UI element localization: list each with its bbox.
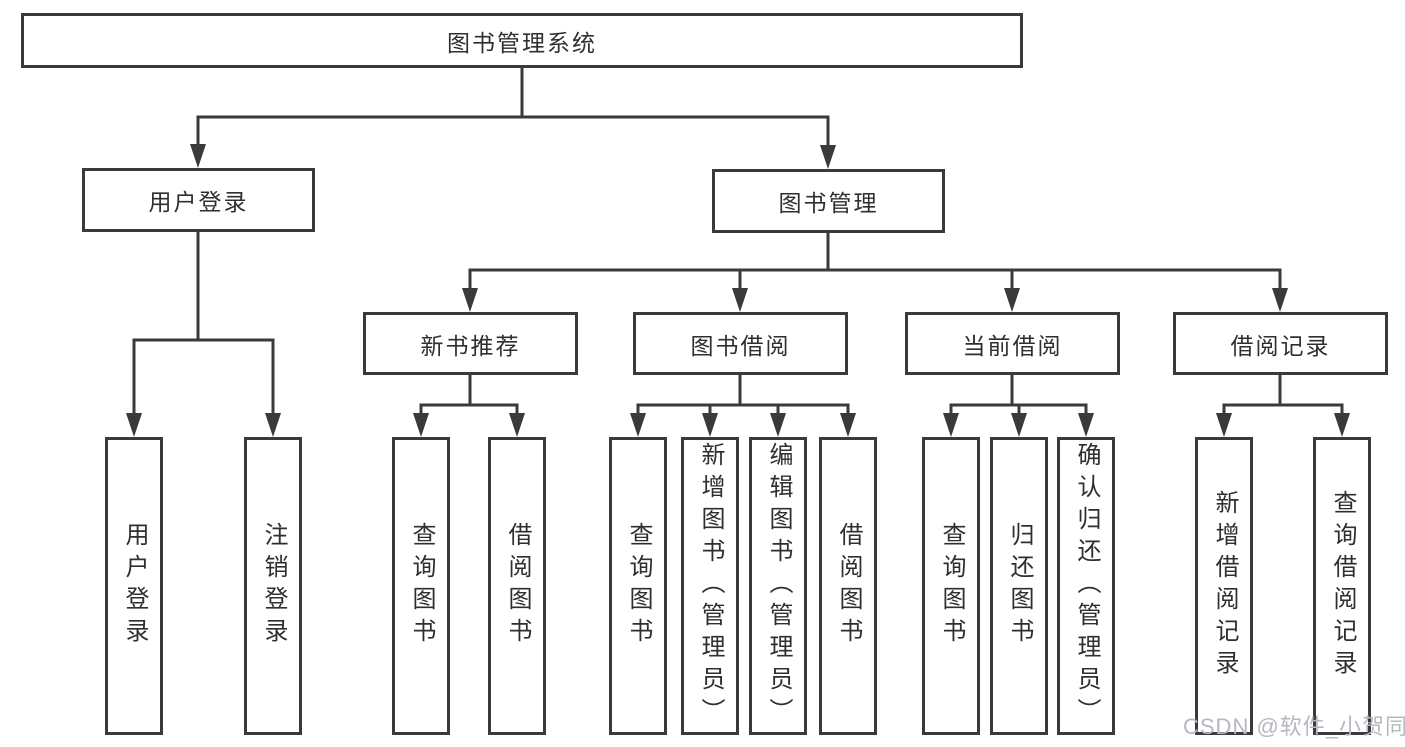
node-label: 图书管理 xyxy=(778,190,879,216)
node-label: 查询图书 xyxy=(625,522,652,650)
leaf-query-books-current: 查询图书 xyxy=(922,437,980,735)
leaf-query-books-borrow: 查询图书 xyxy=(609,437,667,735)
node-label: 当前借阅 xyxy=(962,332,1063,359)
leaf-add-book-admin: 新增图书（管理员） xyxy=(681,437,739,735)
leaf-borrow-books-recommend: 借阅图书 xyxy=(488,437,546,735)
node-label: 用户登录 xyxy=(148,189,249,215)
node-label: 图书借阅 xyxy=(690,332,791,359)
node-label: 查询图书 xyxy=(408,522,435,650)
leaf-edit-book-admin: 编辑图书（管理员） xyxy=(749,437,807,735)
node-borrow-records: 借阅记录 xyxy=(1173,312,1388,375)
node-label: 图书管理系统 xyxy=(447,29,597,56)
node-label: 借阅图书 xyxy=(504,522,531,650)
node-new-book-recommend: 新书推荐 xyxy=(363,312,578,375)
leaf-confirm-return-admin: 确认归还（管理员） xyxy=(1057,437,1115,735)
node-label: 编辑图书（管理员） xyxy=(765,442,792,730)
leaf-query-borrow-record: 查询借阅记录 xyxy=(1313,437,1371,735)
node-label: 借阅记录 xyxy=(1230,332,1331,359)
node-label: 新增借阅记录 xyxy=(1211,490,1238,682)
node-label: 用户登录 xyxy=(121,522,148,650)
leaf-return-book: 归还图书 xyxy=(990,437,1048,735)
watermark-text: CSDN @软件_小贺同学 xyxy=(1183,714,1405,739)
node-label: 注销登录 xyxy=(260,522,287,650)
node-label: 确认归还（管理员） xyxy=(1073,442,1100,730)
node-book-management: 图书管理 xyxy=(712,169,945,233)
node-library-system: 图书管理系统 xyxy=(21,13,1023,68)
node-label: 新书推荐 xyxy=(420,332,521,359)
leaf-borrow-books-borrow: 借阅图书 xyxy=(819,437,877,735)
node-label: 查询图书 xyxy=(938,522,965,650)
leaf-query-books-recommend: 查询图书 xyxy=(392,437,450,735)
leaf-add-borrow-record: 新增借阅记录 xyxy=(1195,437,1253,735)
node-user-login: 用户登录 xyxy=(82,168,315,232)
node-label: 归还图书 xyxy=(1006,522,1033,650)
node-label: 查询借阅记录 xyxy=(1329,490,1356,682)
leaf-user-login: 用户登录 xyxy=(105,437,163,735)
node-label: 新增图书（管理员） xyxy=(697,442,724,730)
node-book-borrow: 图书借阅 xyxy=(633,312,848,375)
node-label: 借阅图书 xyxy=(835,522,862,650)
node-current-borrow: 当前借阅 xyxy=(905,312,1120,375)
leaf-logout: 注销登录 xyxy=(244,437,302,735)
